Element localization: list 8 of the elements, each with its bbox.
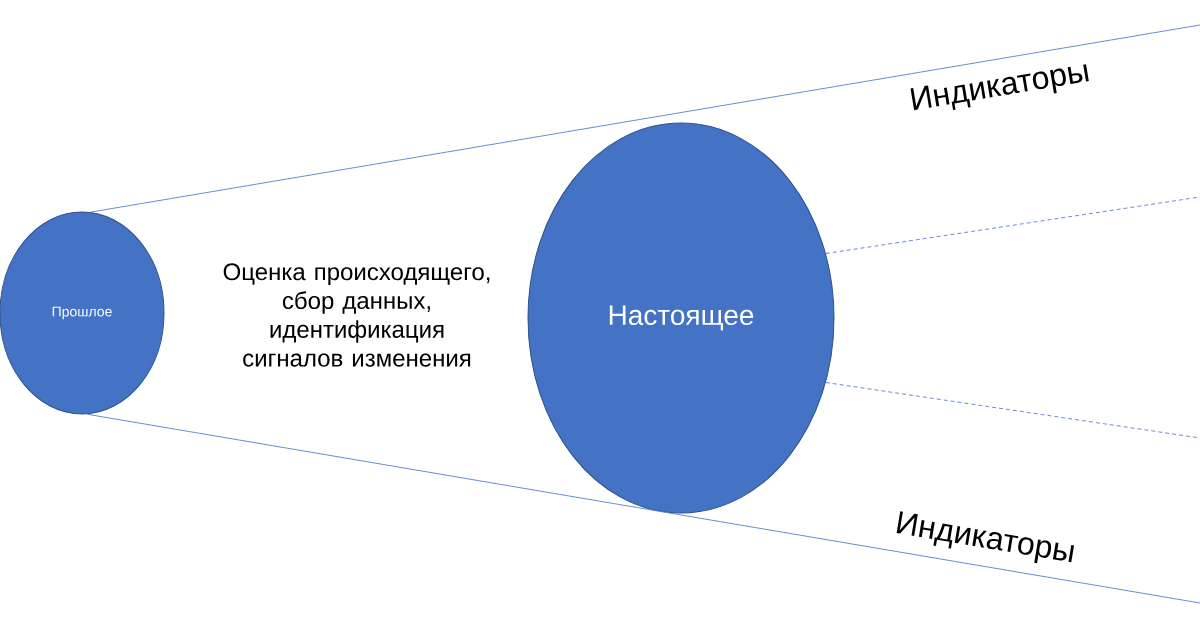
indicator-label: Индикаторы	[910, 64, 1089, 111]
ellipse-node: Настоящее	[527, 122, 835, 514]
indicator-label: Индикаторы	[896, 511, 1075, 564]
line	[86, 413, 1200, 604]
line	[90, 24, 1200, 213]
dashed-line	[825, 382, 1200, 439]
dashed-line	[825, 196, 1200, 254]
description-text: Оценка происходящего, сбор данных, идентификация сигналов изменения	[223, 263, 490, 367]
